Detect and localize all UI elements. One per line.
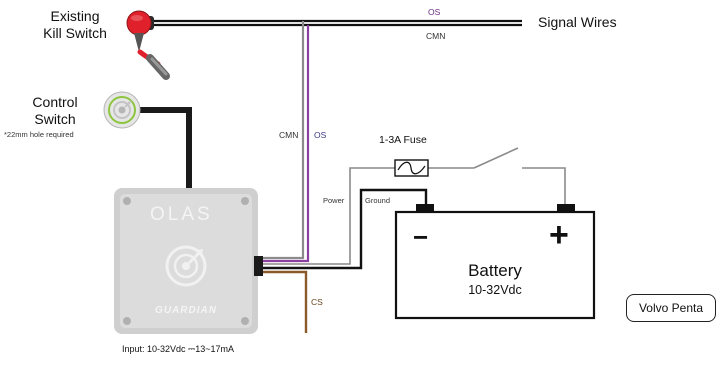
control-switch-label-line2: Switch (34, 111, 76, 127)
cmn-wire (262, 21, 305, 260)
os-wire-label: OS (314, 130, 327, 140)
guardian-device (114, 188, 263, 334)
ground-label: Ground (365, 196, 391, 205)
volvo-penta-label: Volvo Penta (638, 301, 704, 315)
battery-label: Battery (468, 261, 522, 280)
battery-positive-terminal: + (549, 216, 569, 254)
kill-switch-label-line2: Kill Switch (43, 25, 107, 41)
battery-negative-terminal: − (413, 222, 429, 252)
cs-wire-label: CS (311, 297, 323, 307)
cs-wire (262, 270, 308, 333)
os-signal-label: OS (428, 7, 441, 17)
relay-switch-icon (473, 147, 519, 169)
device-signal-wires (262, 21, 310, 263)
olas-target-logo-icon (165, 245, 207, 287)
signal-wires-label: Signal Wires (538, 14, 617, 30)
device-model: GUARDIAN (155, 305, 217, 316)
device-connector (254, 256, 263, 276)
power-wire (262, 167, 395, 265)
ground-wire (262, 188, 428, 270)
control-switch-cable (138, 107, 192, 196)
power-label: Power (323, 196, 345, 205)
os-wire (262, 25, 310, 263)
input-spec: Input: 10-32Vdc ⎓13~17mA (122, 344, 235, 354)
battery-voltage-label: 10-32Vdc (468, 283, 522, 297)
hole-note: *22mm hole required (4, 130, 74, 139)
cmn-signal-label: CMN (426, 31, 446, 41)
fuse-icon (394, 159, 429, 177)
relay-to-battery-wire (522, 167, 566, 205)
fuse-label: 1-3A Fuse (379, 134, 427, 146)
olas-control-switch-icon (103, 91, 141, 129)
volvo-penta-badge: Volvo Penta (626, 294, 716, 322)
kill-switch-label-line1: Existing (50, 8, 100, 24)
cmn-wire-label: CMN (279, 130, 299, 140)
signal-wire-bundle (150, 19, 522, 27)
battery-icon (394, 204, 596, 320)
device-brand: OLAS (150, 204, 213, 225)
control-switch-label-line1: Control (32, 94, 78, 110)
kill-switch-key-icon (126, 10, 170, 80)
